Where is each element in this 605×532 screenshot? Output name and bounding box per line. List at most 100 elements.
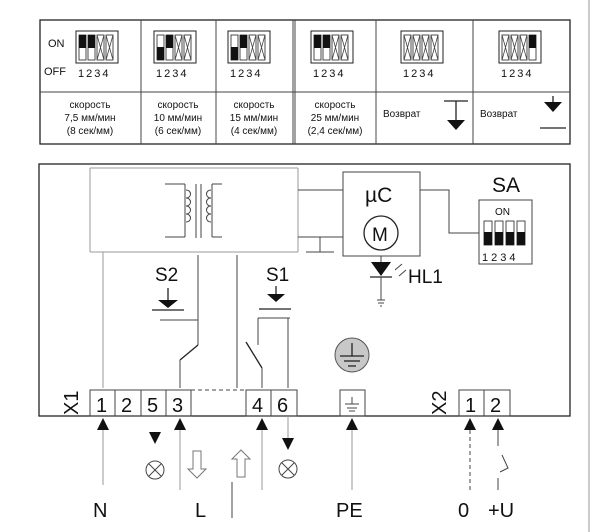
x1-pin: 6	[277, 395, 288, 417]
microcontroller-label: µC	[365, 184, 392, 207]
dip-switch-numbers: 1234	[313, 68, 345, 80]
dont-care-mark	[430, 34, 439, 61]
arrow-up-icon	[346, 418, 358, 430]
wire-label-l: L	[195, 500, 206, 522]
x1-label: X1	[61, 391, 83, 415]
sa-label: SA	[492, 174, 520, 197]
switch-contact-icon	[499, 454, 509, 473]
dont-care-mark	[403, 34, 412, 61]
arrow-down-icon	[282, 438, 294, 450]
terminal-block-x1: X1 1 2 5 3 4 6	[61, 389, 298, 417]
return-up-limit-icon	[540, 96, 566, 129]
dip-switch-numbers: 1234	[403, 68, 435, 80]
sa-switch-lever	[517, 232, 525, 245]
motor-symbol	[363, 215, 399, 251]
speed-value: 7,5 мм/мин	[64, 113, 115, 124]
x2-pin: 2	[490, 395, 501, 417]
led-hl1: HL1	[370, 256, 443, 307]
dip-switch-lever	[323, 35, 330, 48]
x1-pin: 1	[96, 395, 107, 417]
lamp-icon	[278, 459, 298, 479]
dip-switch-numbers: 1234	[230, 68, 262, 80]
speed-label: скорость	[70, 100, 111, 111]
arrow-down-icon	[149, 432, 161, 444]
sa-switch-lever	[484, 232, 492, 245]
dip-switch-lever	[166, 35, 173, 48]
return-down-limit-icon	[444, 100, 468, 130]
terminal-block-x2: X2 1 2	[429, 389, 511, 417]
dip-switch-numbers: 1234	[501, 68, 533, 80]
speed-column-3: скорость 15 мм/мин (4 сек/мм)	[230, 100, 278, 137]
dip-switch-frame	[75, 30, 119, 64]
s2-label: S2	[155, 265, 178, 286]
arrow-up-icon	[492, 418, 504, 430]
dip-switch-lever	[529, 35, 536, 48]
lamp-icon	[145, 460, 165, 480]
speed-note: (6 сек/мм)	[155, 126, 201, 137]
speed-value: 10 мм/мин	[154, 113, 202, 124]
dip-switch-states: 1234 1234 1234 1234 1234 1234	[75, 30, 542, 80]
dip-switch-lever	[88, 35, 95, 48]
dip-switch-lever	[157, 47, 164, 60]
speed-label: скорость	[158, 100, 199, 111]
dont-care-mark	[421, 34, 430, 61]
dont-care-mark	[257, 34, 266, 61]
direction-up-arrow-icon	[230, 449, 252, 478]
dont-care-mark	[510, 34, 519, 61]
x1-pin: 3	[172, 395, 183, 417]
dont-care-mark	[340, 34, 349, 61]
dip-switch-lever	[314, 35, 321, 48]
dont-care-mark	[174, 34, 183, 61]
arrow-up-icon	[97, 418, 109, 430]
sa-switch-lever	[495, 232, 503, 245]
wire-label-plus-u: +U	[488, 500, 514, 522]
dip-switch-frame	[400, 30, 444, 64]
speed-label: скорость	[234, 100, 275, 111]
dip-switch-frame	[310, 30, 354, 64]
dip-switch-numbers: 1234	[156, 68, 188, 80]
off-label: OFF	[44, 66, 66, 78]
speed-column-2: скорость 10 мм/мин (6 сек/мм)	[154, 100, 202, 137]
speed-column-1: скорость 7,5 мм/мин (8 сек/мм)	[64, 100, 115, 137]
wire-label-pe: PE	[336, 500, 363, 522]
wire-label-n: N	[93, 500, 107, 522]
dont-care-mark	[331, 34, 340, 61]
dont-care-mark	[105, 34, 114, 61]
speed-note: (2,4 сек/мм)	[308, 126, 363, 137]
speed-column-4: скорость 25 мм/мин (2,4 сек/мм)	[308, 100, 363, 137]
microcontroller: µC M	[342, 171, 421, 257]
dont-care-mark	[96, 34, 105, 61]
x1-pin: 5	[147, 395, 158, 417]
limit-switch-s2: S2	[152, 255, 199, 388]
dip-switch-frame	[227, 30, 271, 64]
dip-switch-frame	[153, 30, 197, 64]
actuator-housing	[38, 163, 571, 417]
external-wiring: N L	[93, 416, 514, 522]
arrow-up-icon	[256, 418, 268, 430]
return-column-1: Возврат	[383, 100, 468, 130]
return-label: Возврат	[480, 109, 518, 120]
terminal-pe	[339, 389, 366, 417]
transformer	[89, 167, 299, 253]
dont-care-mark	[248, 34, 257, 61]
dont-care-mark	[412, 34, 421, 61]
speed-note: (8 сек/мм)	[67, 126, 113, 137]
dont-care-mark	[519, 34, 528, 61]
motor-label: M	[372, 225, 388, 246]
dip-switch-numbers: 1234	[78, 68, 110, 80]
dip-switch-frame	[498, 30, 542, 64]
x2-pin: 1	[465, 395, 476, 417]
wire-label-zero: 0	[458, 500, 469, 522]
dip-switch-lever	[79, 35, 86, 48]
x1-pin: 2	[121, 395, 132, 417]
led-label: HL1	[408, 267, 443, 288]
limit-switch-s1: S1	[236, 255, 291, 388]
sa-on-label: ON	[495, 207, 510, 218]
x1-pin: 4	[252, 395, 263, 417]
direction-down-arrow-icon	[186, 450, 208, 479]
speed-value: 15 мм/мин	[230, 113, 278, 124]
speed-value: 25 мм/мин	[311, 113, 359, 124]
